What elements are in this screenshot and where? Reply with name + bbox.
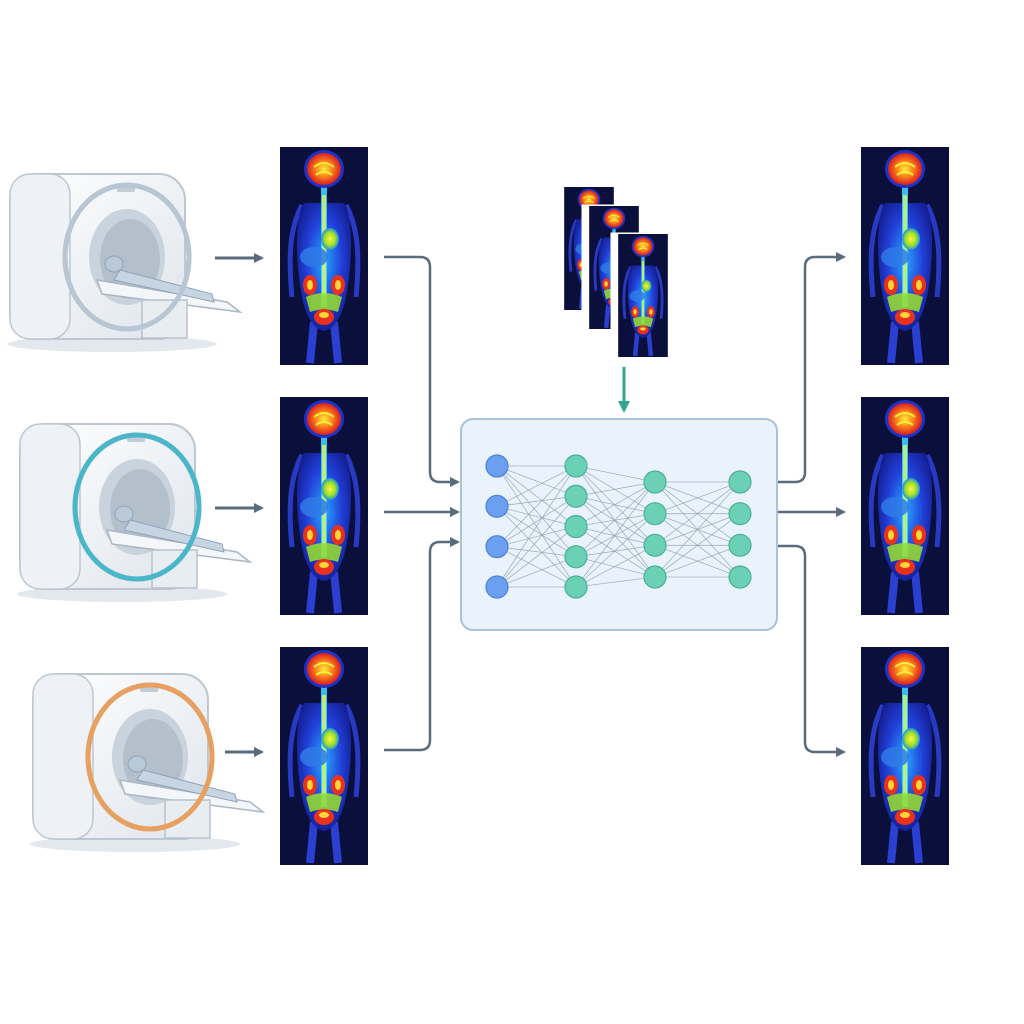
network-edge [496,465,577,507]
network-edge [496,465,577,588]
network-edge [575,481,656,588]
input-node [485,575,509,599]
hidden-node [564,514,588,539]
network-edge [654,481,741,546]
scanner-graphic [30,674,263,852]
hidden-node [643,565,667,589]
network-edge [496,526,577,548]
network-edge [575,495,656,546]
hidden-node [564,575,588,599]
input-connectors [384,255,460,752]
network-panel [460,418,778,631]
network-edge [575,544,656,588]
network-edge [575,526,656,546]
network-edge [654,544,741,578]
network-edge [654,481,741,578]
input-node [485,535,509,559]
hidden-node [643,502,667,526]
scanner-3-icon [30,674,263,852]
network-edge [496,526,577,588]
hidden-node [643,470,667,494]
scanner-accent-ring [62,182,192,332]
input-scan-column [280,147,368,865]
network-edge [575,481,656,527]
input-node [485,494,509,518]
network-edge [496,506,577,588]
network-edge [575,513,656,527]
network-edge [496,546,577,588]
scanner-1-icon [7,174,240,352]
hidden-node [728,533,752,557]
network-edge [575,544,656,558]
network-edge [496,495,577,588]
hidden-node [564,484,588,508]
network-edge [575,513,656,588]
network-edge [496,465,577,527]
network-edge [496,465,577,497]
hidden-node [728,470,752,494]
network-edge [575,513,656,558]
scanner-column [7,174,263,852]
hidden-node [728,502,752,526]
scanner-arrows [215,253,264,757]
output-scan-column [861,147,949,865]
network-edge [496,556,577,588]
network-edge [496,495,577,548]
network-edge [575,526,656,578]
network-edges [496,465,741,588]
hidden-node [728,565,752,589]
network-edge [575,465,656,483]
input-pet-scan [280,147,368,365]
network-edge [575,465,656,578]
output-connectors [778,252,846,757]
network-edge [496,505,577,527]
output-pet-scan [861,397,949,615]
input-connector-bottom [384,537,460,752]
scanner-graphic [7,174,240,352]
network-edge [575,465,656,515]
hidden-node [564,454,588,478]
network-edge [575,495,656,578]
network-edge [654,513,741,578]
scanner-2-icon [17,424,250,602]
reference-pet-scan [618,234,668,357]
scanner-accent-ring [72,432,202,582]
hidden-node [564,545,588,569]
output-connector-top [778,252,846,484]
neural-network-panel [460,418,778,631]
network-edge [575,576,656,588]
network-edge [496,465,577,547]
network-edge [496,505,577,558]
network-edge [575,465,656,546]
input-connector-top [384,255,460,487]
network-edge [575,495,656,515]
output-pet-scan [861,147,949,365]
network-edge [575,556,656,578]
scanner-accent-ring [85,682,215,832]
network-edge [496,546,577,558]
output-pet-scan [861,647,949,865]
hidden-node [643,533,667,557]
input-pet-scan [280,397,368,615]
input-node [485,454,509,478]
scanner-graphic [17,424,250,602]
reference-scan-stack [556,185,676,413]
network-edge [575,481,656,558]
network-edge [654,481,741,515]
network-edge [496,465,577,558]
network-edge [496,495,577,507]
output-connector-bottom [778,544,846,757]
network-edge [575,481,656,497]
input-pet-scan [280,647,368,865]
